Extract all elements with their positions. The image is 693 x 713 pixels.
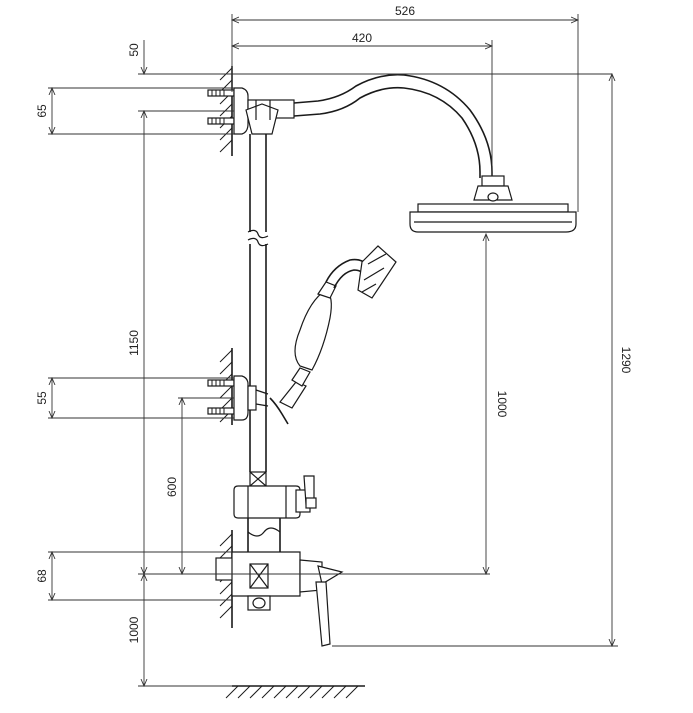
dim-1290: 1290 (332, 74, 633, 646)
dim-68: 68 (35, 552, 232, 600)
dim-label-1000-head: 1000 (495, 391, 509, 418)
middle-bracket (233, 375, 269, 421)
dim-label-68: 68 (35, 569, 49, 583)
dim-label-420: 420 (352, 31, 372, 45)
valve-connecting-pipe (247, 518, 281, 552)
dim-526: 526 (232, 4, 578, 212)
upper-bracket (233, 87, 295, 135)
shower-head (409, 175, 577, 233)
dim-label-50: 50 (127, 43, 141, 57)
dim-50: 50 (127, 40, 612, 74)
hand-shower (269, 245, 397, 425)
dim-label-55: 55 (35, 391, 49, 405)
dim-label-526: 526 (395, 4, 415, 18)
riser-column (247, 134, 269, 472)
dim-label-1000-floor: 1000 (127, 616, 141, 643)
dim-label-65: 65 (35, 104, 49, 118)
dim-600: 600 (165, 398, 234, 574)
dim-1000-head: 1000 (486, 234, 509, 574)
dim-1000-floor: 1000 (127, 574, 232, 686)
upper-wall-screws (207, 89, 235, 125)
dim-label-1150: 1150 (127, 330, 141, 356)
dim-55: 55 (35, 378, 234, 418)
dim-label-1290: 1290 (619, 347, 633, 374)
dim-420: 420 (232, 31, 492, 176)
diverter-valve (233, 471, 317, 519)
dim-1150: 1150 (127, 111, 144, 574)
mixer-body (215, 551, 344, 647)
dim-label-600: 600 (165, 477, 179, 497)
floor (225, 685, 365, 699)
shower-arm (293, 73, 493, 178)
